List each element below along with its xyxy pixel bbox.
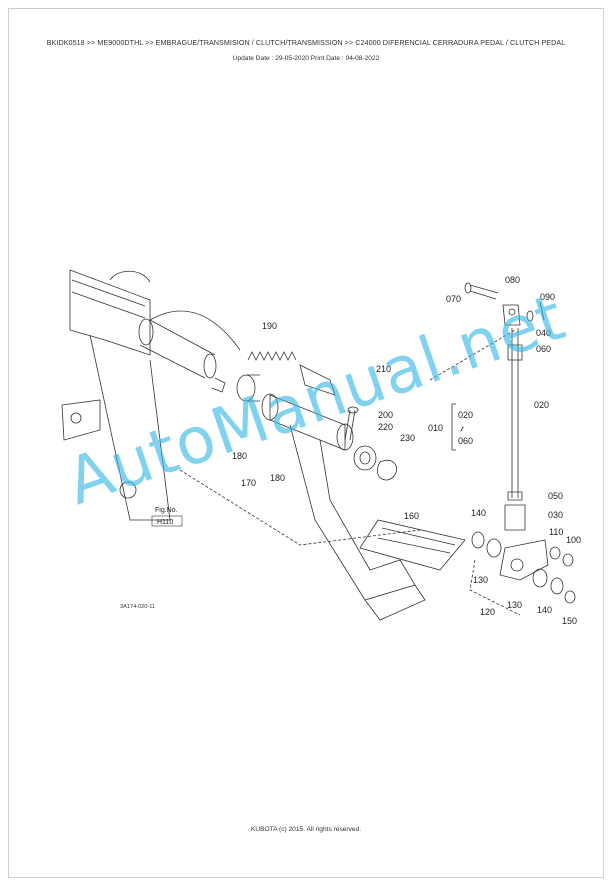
- callout-040: 040: [536, 328, 551, 338]
- callout-210: 210: [376, 364, 391, 374]
- callout-220: 220: [378, 422, 393, 432]
- fig-ref-box: [151, 515, 183, 527]
- callout-020: 020: [534, 400, 549, 410]
- callout-170: 170: [241, 478, 256, 488]
- callout-180a: 180: [232, 451, 247, 461]
- fig-ref-label: Fig.No.: [155, 507, 178, 514]
- callout-110: 110: [549, 527, 563, 537]
- page-border: [8, 8, 604, 878]
- callout-160: 160: [404, 511, 419, 521]
- callout-060: 060: [536, 344, 551, 354]
- group-010: 010: [428, 423, 443, 433]
- callout-130a: 130: [473, 575, 488, 585]
- callout-030: 030: [548, 510, 563, 520]
- callout-150: 150: [562, 616, 577, 626]
- callout-090: 090: [540, 292, 555, 302]
- callout-230: 230: [400, 433, 415, 443]
- copyright-footer: KUBOTA (c) 2015. All rights reserved.: [250, 826, 362, 833]
- callout-190: 190: [262, 321, 277, 331]
- callout-120: 120: [480, 607, 495, 617]
- callout-180b: 180: [270, 473, 285, 483]
- callout-200: 200: [378, 410, 393, 420]
- callout-080: 080: [505, 275, 520, 285]
- fig-ref-number: H110: [157, 519, 173, 526]
- figure-code: 3A174-020-11: [120, 604, 156, 610]
- callout-140a: 140: [471, 508, 486, 518]
- callout-100: 100: [566, 535, 581, 545]
- callout-140b: 140: [537, 605, 552, 615]
- group-060: 060: [458, 436, 473, 446]
- breadcrumb: BKIDK0518 >> ME9000DTHL >> EMBRAGUE/TRAN…: [46, 38, 566, 47]
- group-020: 020: [458, 410, 473, 420]
- date-info: Update Date : 29-05-2020 Print Date : 04…: [232, 55, 380, 62]
- callout-070: 070: [446, 294, 461, 304]
- callout-050: 050: [548, 491, 563, 501]
- callout-130b: 130: [507, 600, 522, 610]
